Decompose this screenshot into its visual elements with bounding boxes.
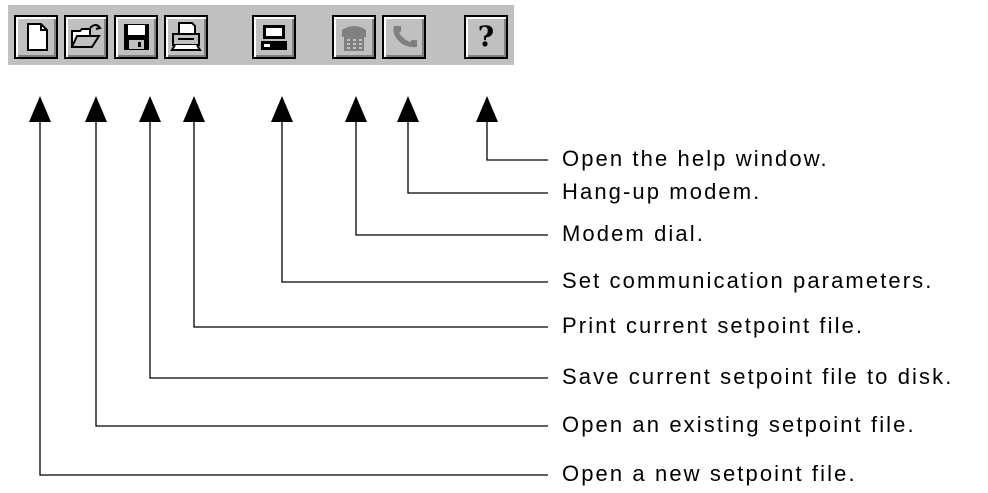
print-button[interactable]	[164, 15, 208, 59]
callout-label-help: Open the help window.	[562, 146, 829, 171]
save-file-button[interactable]	[114, 15, 158, 59]
callout-arrowhead	[183, 96, 205, 122]
modem-dial-icon	[342, 26, 366, 51]
callout-leader-line	[355, 122, 548, 236]
callout-arrowhead	[29, 96, 51, 122]
callout-label-new: Open a new setpoint file.	[562, 461, 857, 486]
callout-leader-line	[149, 122, 548, 379]
open-file-button[interactable]	[64, 15, 108, 59]
toolbar: ?	[8, 5, 514, 65]
help-button[interactable]: ?	[464, 15, 508, 59]
callout-label-open: Open an existing setpoint file.	[562, 412, 916, 437]
communication-settings-icon	[261, 25, 287, 50]
callout-label-hangup: Hang-up modem.	[562, 179, 762, 204]
callout-arrowhead	[397, 96, 419, 122]
new-file-icon	[27, 23, 48, 51]
callout-leader-line	[407, 122, 548, 194]
callout-arrowhead	[139, 96, 161, 122]
hang-up-button[interactable]	[382, 15, 426, 59]
callout-leader-line	[281, 122, 548, 283]
callout-arrowhead	[271, 96, 293, 122]
floppy-disk-icon	[124, 24, 149, 50]
callout-label-save: Save current setpoint file to disk.	[562, 364, 954, 389]
hang-up-icon	[393, 26, 417, 48]
callout-leader-line	[95, 122, 548, 427]
callout-label-dial: Modem dial.	[562, 221, 705, 246]
callout-label-comm: Set communication parameters.	[562, 268, 934, 293]
callout-label-print: Print current setpoint file.	[562, 313, 865, 338]
open-folder-icon	[70, 24, 102, 48]
modem-dial-button[interactable]	[332, 15, 376, 59]
callout-arrowhead	[476, 96, 498, 122]
printer-icon	[170, 22, 202, 51]
callout-leader-line	[39, 122, 548, 476]
help-icon: ?	[477, 20, 495, 53]
callout-leader-line	[193, 122, 548, 328]
callout-leader-line	[486, 122, 548, 161]
new-file-button[interactable]	[14, 15, 58, 59]
callout-arrowhead	[345, 96, 367, 122]
callout-arrowhead	[85, 96, 107, 122]
communication-settings-button[interactable]	[252, 15, 296, 59]
